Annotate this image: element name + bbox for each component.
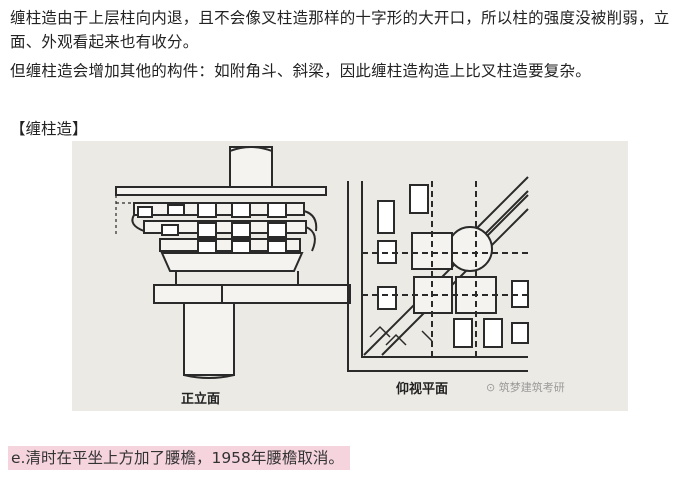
paragraph-2: 但缠柱造会增加其他的构件：如附角斗、斜梁，因此缠柱造构造上比叉柱造要复杂。 (10, 62, 591, 80)
highlighted-note: e.清时在平坐上方加了腰檐，1958年腰檐取消。 (8, 446, 350, 470)
left-drawing-label: 正立面 (181, 391, 220, 407)
plan-drawing (347, 176, 529, 372)
section-heading: 【缠柱造】 (10, 120, 88, 138)
architectural-figure: 正立面 仰视平面 ⊙ 筑梦建筑考研 (72, 141, 628, 411)
right-drawing-label: 仰视平面 (396, 381, 448, 397)
elevation-drawing (115, 146, 351, 379)
paragraph-1: 缠柱造由于上层柱向内退，且不会像叉柱造那样的十字形的大开口，所以柱的强度没被削弱… (10, 9, 670, 51)
bracket-drawing: 正立面 仰视平面 ⊙ 筑梦建筑考研 (115, 146, 565, 407)
watermark: ⊙ 筑梦建筑考研 (486, 380, 565, 394)
